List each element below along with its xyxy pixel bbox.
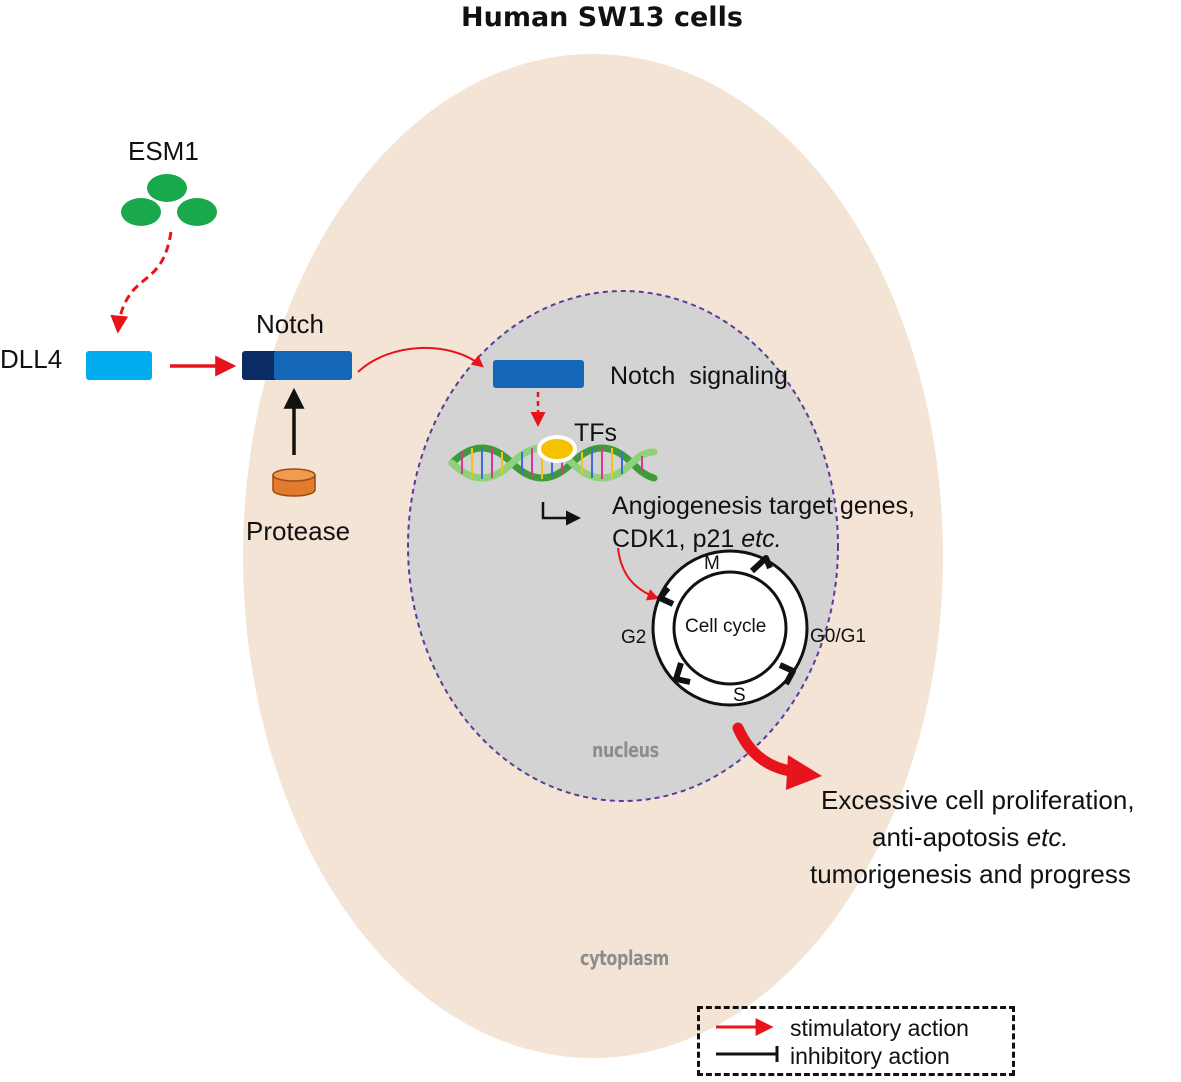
notch-signaling-label: Notch signaling	[610, 362, 788, 390]
dll4-receptor	[86, 351, 152, 380]
outcome-line3: tumorigenesis and progress	[810, 859, 1131, 889]
phase-m-label: M	[704, 553, 720, 574]
protease-icon	[272, 468, 316, 497]
phase-g2-label: G2	[621, 627, 647, 648]
phase-g0g1-label: G0/G1	[810, 626, 866, 647]
notch-to-nucleus-arrow	[357, 346, 484, 373]
notch-label: Notch	[256, 309, 324, 339]
notch-receptor	[274, 351, 352, 380]
protease-label: Protease	[246, 516, 351, 546]
legend-box	[697, 1006, 1015, 1076]
phase-s-label: S	[733, 685, 746, 706]
transcription-arrow	[541, 502, 581, 526]
target-genes-line1: Angiogenesis target genes,	[612, 492, 915, 520]
target-genes-etc: etc.	[741, 525, 782, 553]
nucleus-label: nucleus	[592, 738, 659, 762]
outcome-etc: etc.	[1026, 822, 1069, 852]
outcome-line2: anti-apotosis etc.	[872, 824, 1069, 850]
legend-stimulatory-label: stimulatory action	[790, 1015, 969, 1041]
cell-cycle-label: Cell cycle	[685, 616, 767, 637]
outcome-line1: Excessive cell proliferation,	[821, 785, 1135, 815]
dna-helix	[448, 444, 658, 482]
figure-title: Human SW13 cells	[461, 2, 743, 33]
cell-cycle-ring	[651, 549, 809, 707]
dll4-label: DLL4	[0, 344, 63, 374]
esm1-to-dll4-arrow	[110, 231, 173, 334]
esm1-label: ESM1	[128, 136, 199, 166]
target-genes-text: CDK1, p21	[612, 525, 742, 553]
target-genes-line2: CDK1, p21 etc.	[612, 527, 782, 552]
legend-inhibitory-label: inhibitory action	[790, 1043, 950, 1069]
cytoplasm-label: cytoplasm	[580, 946, 669, 970]
tf-bead	[537, 435, 577, 463]
esm1-cluster	[121, 174, 217, 226]
tfs-label: TFs	[574, 419, 618, 447]
notch-signaling-domain	[493, 360, 584, 388]
proliferation-arrowhead	[786, 755, 822, 790]
notch-receptor-dark	[242, 351, 278, 380]
genes-to-cellcycle-arrow	[617, 547, 660, 601]
outcome-text: anti-apotosis	[872, 822, 1027, 852]
